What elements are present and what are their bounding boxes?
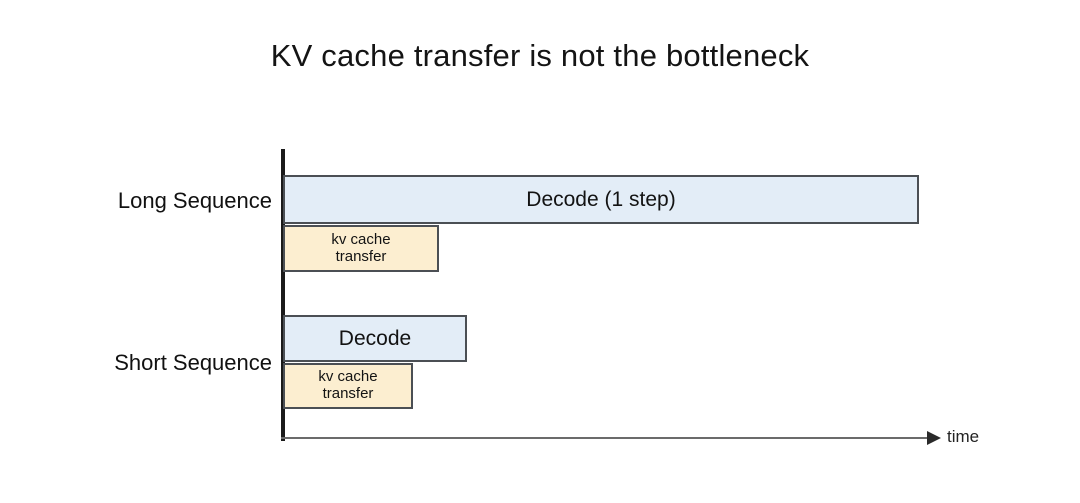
category-label-short-sequence: Short Sequence — [114, 350, 272, 375]
category-label-long-sequence: Long Sequence — [117, 188, 272, 213]
bar-long-decode-label: Decode (1 step) — [526, 187, 676, 211]
x-axis-arrow-icon — [927, 431, 941, 445]
bar-short-decode-label: Decode — [338, 326, 412, 350]
x-axis-line — [281, 437, 929, 439]
bar-long-kv-cache-transfer: kv cache transfer — [283, 225, 439, 272]
bar-long-kv-label-line2: transfer — [335, 247, 387, 265]
bar-short-kv-label-line1: kv cache — [318, 368, 378, 386]
bar-short-kv-label: kv cache transfer — [318, 368, 378, 403]
y-axis-line — [281, 149, 285, 441]
bar-long-kv-label-line1: kv cache — [331, 230, 391, 248]
chart-title: KV cache transfer is not the bottleneck — [270, 38, 810, 73]
bar-long-kv-label: kv cache transfer — [331, 230, 391, 266]
bar-short-kv-cache-transfer: kv cache transfer — [283, 363, 413, 409]
bar-short-decode: Decode — [283, 315, 467, 362]
x-axis-label: time — [947, 427, 980, 446]
bar-short-kv-label-line2: transfer — [322, 385, 374, 402]
bar-long-decode: Decode (1 step) — [283, 175, 919, 224]
